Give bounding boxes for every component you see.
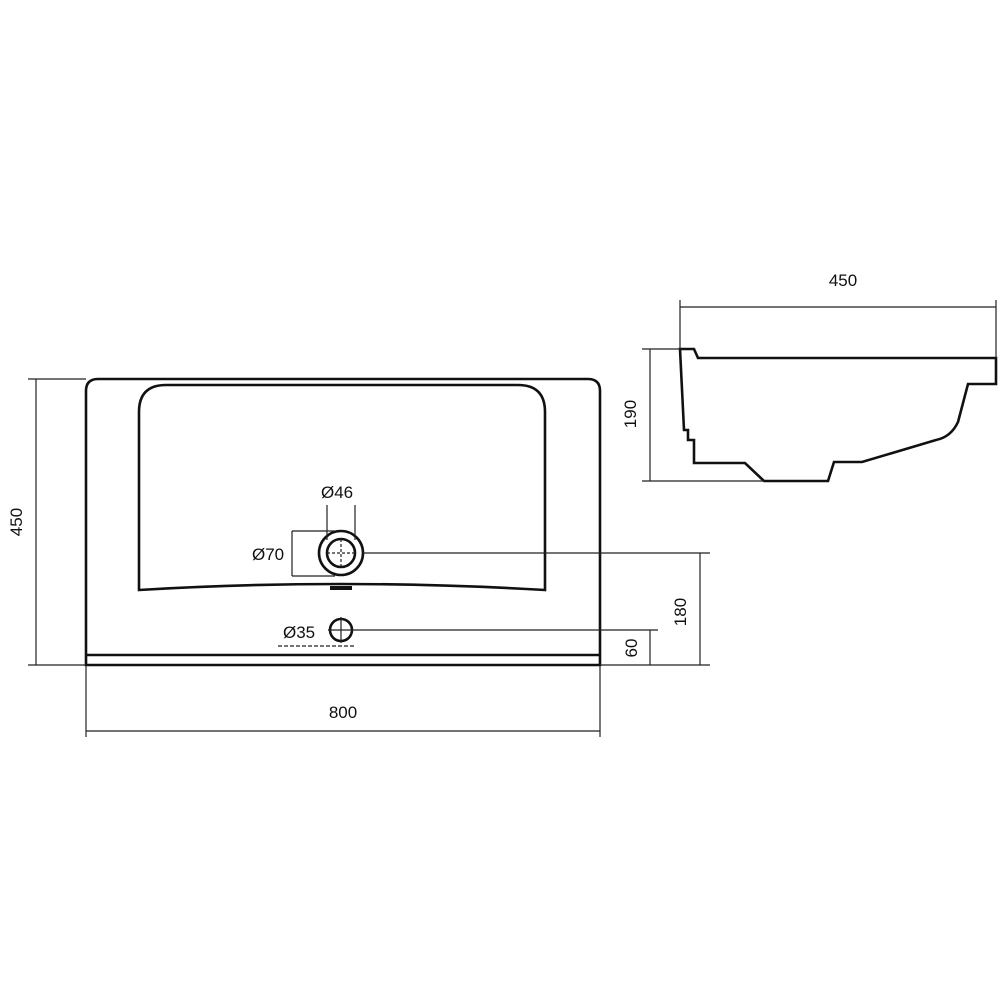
front-width-label: 800 <box>329 703 357 722</box>
front-depth-label: 450 <box>7 508 26 536</box>
side-depth-label: 450 <box>829 271 857 290</box>
dim-60-label: 60 <box>622 639 641 658</box>
basin-outline <box>84 377 602 667</box>
tap-hole-label: Ø46 <box>321 483 353 502</box>
side-height-label: 190 <box>621 400 640 428</box>
side-profile <box>678 347 998 483</box>
side-view: 450 190 <box>621 271 998 483</box>
front-view: Ø46 Ø70 Ø35 450 800 60 180 <box>7 377 710 737</box>
tap-ring-label: Ø70 <box>252 545 284 564</box>
tap-hole <box>325 537 357 569</box>
overflow-label: Ø35 <box>283 623 315 642</box>
inner-bowl <box>137 383 547 592</box>
dim-180-label: 180 <box>671 598 690 626</box>
tap-ring <box>317 529 365 577</box>
